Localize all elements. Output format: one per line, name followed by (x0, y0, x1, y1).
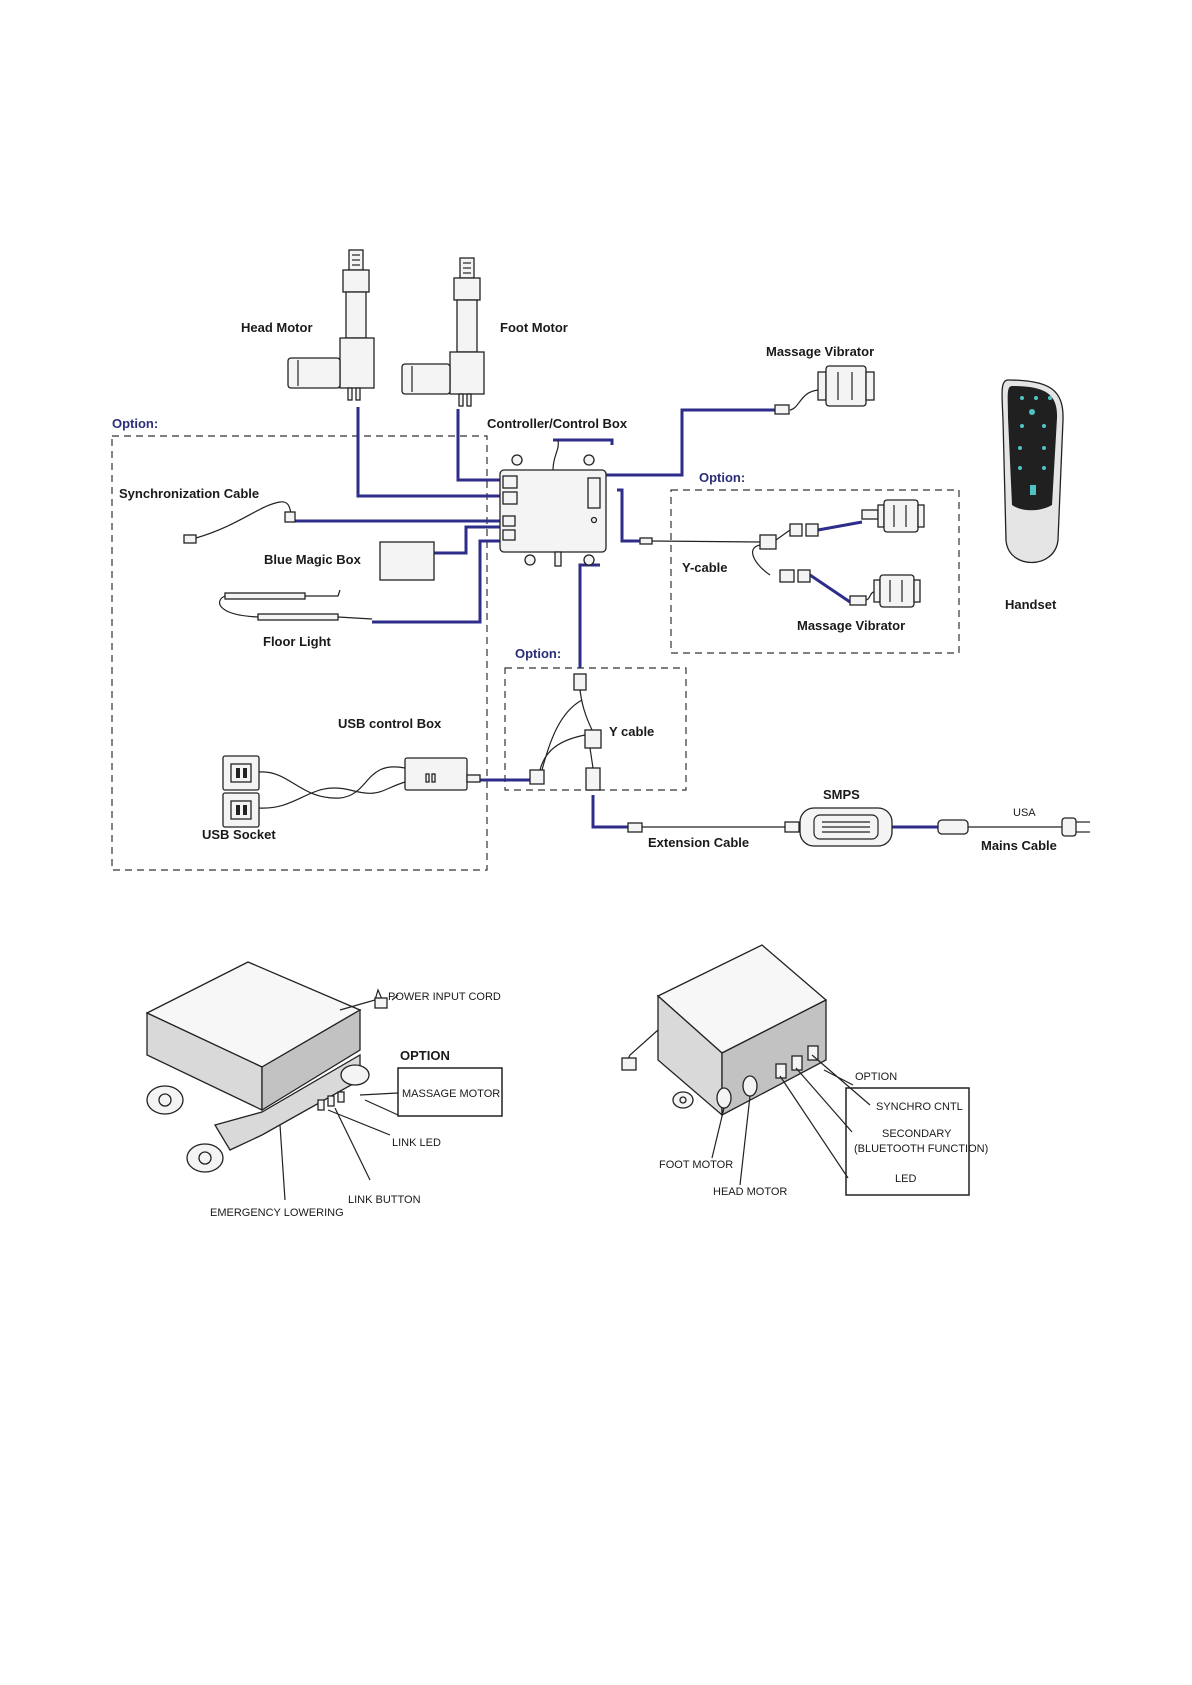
usb-control-box-icon (404, 757, 481, 791)
smps-icon (799, 807, 893, 847)
blue-magic-box-label: Blue Magic Box (264, 552, 362, 567)
y-cable-right-icon (639, 523, 819, 583)
usb-control-box-label: USB control Box (338, 716, 442, 731)
option-bottom-label: Option: (515, 646, 561, 661)
secondary-label: SECONDARY (882, 1128, 952, 1140)
foot-motor-port-label: FOOT MOTOR (659, 1159, 733, 1171)
usb-socket-label: USB Socket (202, 827, 276, 842)
head-motor-port-label: HEAD MOTOR (713, 1186, 787, 1198)
power-input-cord-label: POWER INPUT CORD (388, 991, 501, 1003)
massage-vibrator-top-icon (774, 365, 875, 415)
smps-label: SMPS (823, 787, 860, 802)
massage-vibrator-top-label: Massage Vibrator (766, 344, 874, 359)
wires (292, 407, 938, 829)
y-cable-right-label: Y-cable (682, 560, 728, 575)
control-box-right-drawing (621, 944, 871, 1186)
option-left-label: Option: (112, 416, 158, 431)
link-led-label: LINK LED (392, 1137, 441, 1149)
extension-cable-icon (627, 821, 800, 833)
massage-vibrator-right-1-icon (861, 499, 925, 533)
sync-cable-icon (183, 501, 296, 544)
massage-motor-frame (397, 1067, 503, 1117)
foot-motor-icon (401, 257, 485, 407)
option-region-bottom (504, 667, 687, 791)
head-motor-icon (287, 249, 375, 401)
mains-plug-icon (937, 817, 1090, 837)
emergency-lowering-label: EMERGENCY LOWERING (210, 1207, 344, 1219)
option-region-right (670, 489, 960, 654)
usb-socket-icon (222, 755, 406, 828)
controller-label: Controller/Control Box (487, 416, 628, 431)
floor-light-label: Floor Light (263, 634, 332, 649)
controller-box-icon (499, 439, 607, 567)
option-region-left (111, 435, 488, 871)
massage-vibrator-right-2-icon (849, 574, 921, 608)
option-left-box-label: OPTION (400, 1048, 450, 1063)
option-right-box-label: OPTION (855, 1071, 897, 1083)
control-box-left-drawing (145, 961, 399, 1201)
floor-light-icon (218, 589, 373, 621)
foot-motor-label: Foot Motor (500, 320, 568, 335)
option-right-label: Option: (699, 470, 745, 485)
sync-cable-label: Synchronization Cable (119, 486, 259, 501)
handset-label: Handset (1005, 597, 1057, 612)
extension-cable-label: Extension Cable (648, 835, 749, 850)
head-motor-label: Head Motor (241, 320, 313, 335)
y-cable-bottom-label: Y cable (609, 724, 654, 739)
mains-cable-label: Mains Cable (981, 838, 1057, 853)
led-label: LED (895, 1173, 916, 1185)
option-right-frame (845, 1087, 970, 1196)
massage-vibrator-bottom-label: Massage Vibrator (797, 618, 905, 633)
synchro-cntl-label: SYNCHRO CNTL (876, 1101, 963, 1113)
usa-label: USA (1013, 807, 1036, 819)
blue-magic-box-icon (379, 541, 435, 581)
massage-motor-label: MASSAGE MOTOR (402, 1088, 500, 1100)
y-cable-bottom-icon (529, 673, 602, 791)
bluetooth-function-label: (BLUETOOTH FUNCTION) (854, 1143, 988, 1155)
handset-icon (1001, 379, 1064, 563)
link-button-label: LINK BUTTON (348, 1194, 421, 1206)
